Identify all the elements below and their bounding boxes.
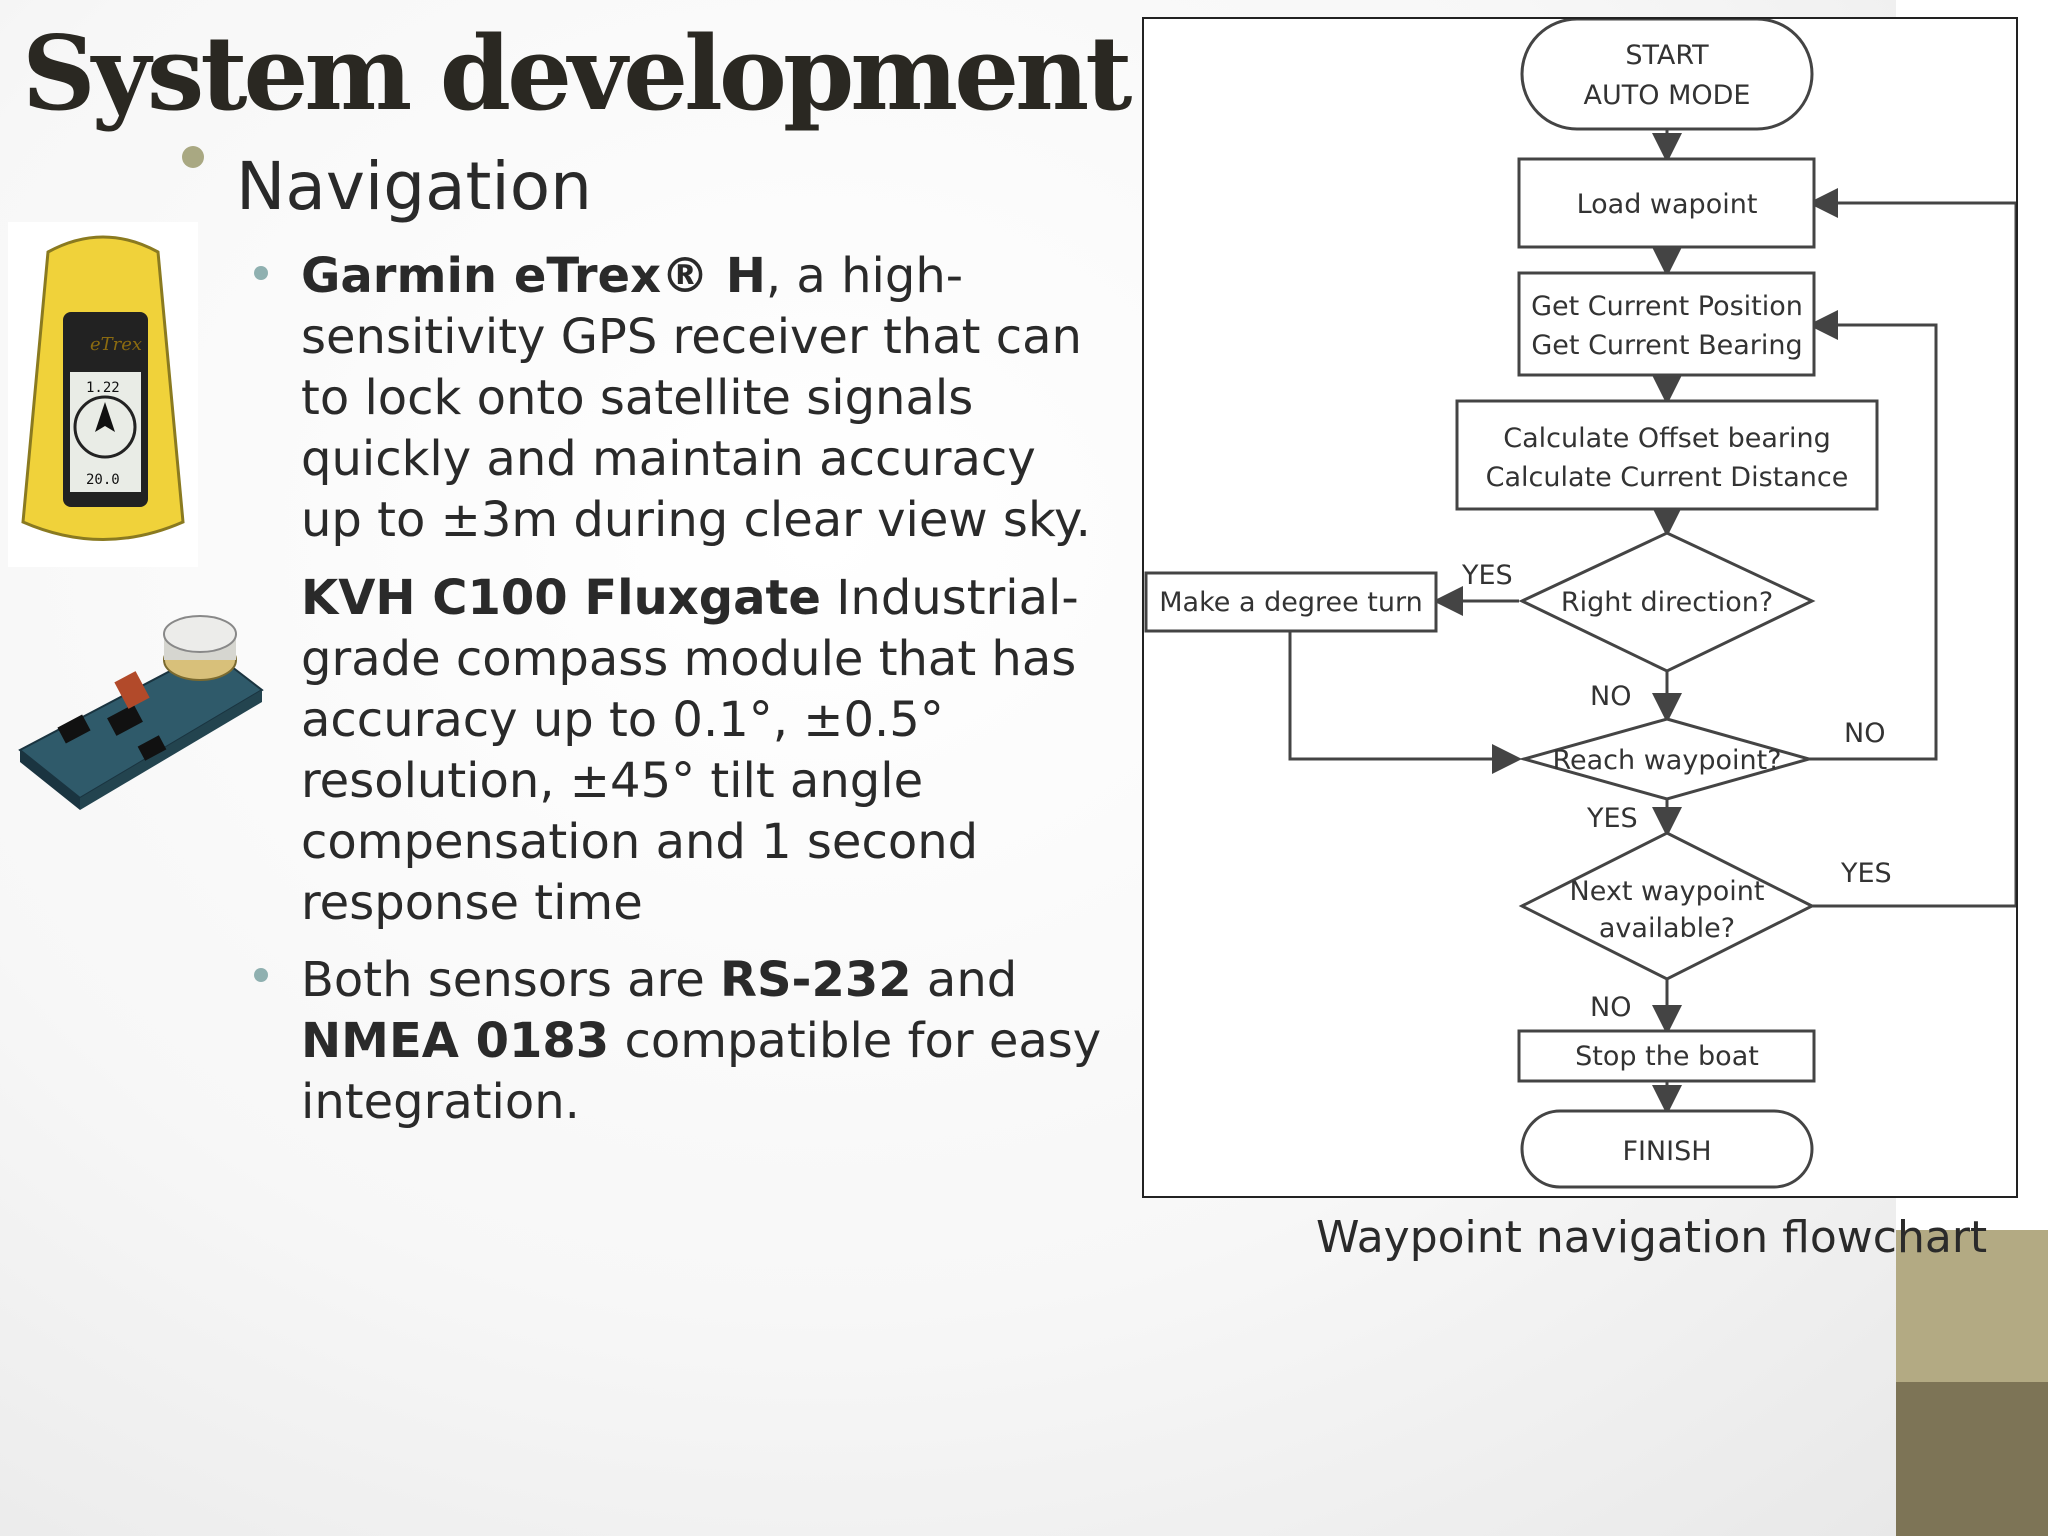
- connector-arrow: [1808, 188, 2016, 908]
- next-waypoint-label: Next waypoint: [1570, 876, 1765, 907]
- calc-distance-label: Calculate Current Distance: [1486, 462, 1849, 493]
- gps-screen-reading-2: 20.0: [86, 472, 120, 488]
- calc-offset-label: Calculate Offset bearing: [1503, 423, 1831, 454]
- next-waypoint-decision: [1518, 831, 1816, 981]
- finish-node: [1520, 1109, 1814, 1189]
- slide-title: System development: [22, 14, 1132, 134]
- load-waypoint-label: Load wapoint: [1577, 189, 1758, 220]
- compass-description: KVH C100 Fluxgate Industrial-grade compa…: [301, 568, 1111, 934]
- edge-label-yes: YES: [1586, 803, 1638, 834]
- edge-label-no: NO: [1590, 992, 1631, 1023]
- edge-label-yes: YES: [1461, 560, 1513, 591]
- compass-name: KVH C100 Fluxgate: [301, 570, 821, 626]
- sub-bullet-dot: [254, 968, 268, 982]
- compat-text-3: compatible for easy integration.: [301, 1013, 1102, 1130]
- side-band-dark: [1896, 1382, 2048, 1536]
- stop-boat-node: [1517, 1029, 1816, 1083]
- start-label: START: [1625, 40, 1709, 71]
- fluxgate-compass-image: [0, 580, 270, 850]
- rs232-label: RS-232: [720, 952, 912, 1008]
- edge-label-no: NO: [1844, 718, 1885, 749]
- garmin-gps-image: eTrex 1.22 20.0: [8, 222, 198, 567]
- get-position-node: [1517, 271, 1816, 377]
- side-band-olive: [1896, 1230, 2048, 1382]
- flowchart-caption: Waypoint navigation flowchart: [1316, 1212, 1988, 1263]
- reach-waypoint-decision: [1518, 717, 1815, 801]
- start-label: AUTO MODE: [1584, 80, 1751, 111]
- sub-bullet-dot: [254, 266, 268, 280]
- get-bearing-label: Get Current Bearing: [1531, 330, 1802, 361]
- edge-label-no: NO: [1590, 681, 1631, 712]
- connector-arrow: [1808, 310, 1938, 761]
- connector-arrow: [1288, 631, 1522, 774]
- get-position-label: Get Current Position: [1531, 291, 1803, 322]
- reach-waypoint-label: Reach waypoint?: [1552, 745, 1781, 776]
- make-turn-node: [1144, 571, 1438, 633]
- compass-text: Industrial-grade compass module that has…: [301, 570, 1079, 931]
- flowchart-frame: START AUTO MODE Load wapoint Get Current…: [1142, 17, 2018, 1198]
- nmea-label: NMEA 0183: [301, 1013, 610, 1069]
- gps-screen-reading-1: 1.22: [86, 380, 120, 396]
- navigation-heading: Navigation: [236, 148, 592, 225]
- next-waypoint-label: available?: [1599, 913, 1735, 944]
- make-turn-label: Make a degree turn: [1159, 587, 1422, 618]
- load-waypoint-node: [1517, 157, 1816, 249]
- finish-label: FINISH: [1622, 1136, 1711, 1167]
- compatibility-description: Both sensors are RS-232 and NMEA 0183 co…: [301, 950, 1111, 1133]
- gps-description: Garmin eTrex® H, a high-sensitivity GPS …: [301, 246, 1111, 551]
- compat-text-1: Both sensors are: [301, 952, 721, 1008]
- flowchart-diagram: START AUTO MODE Load wapoint Get Current…: [1144, 19, 2016, 1189]
- gps-text: , a high-sensitivity GPS receiver that c…: [301, 248, 1091, 548]
- stop-boat-label: Stop the boat: [1575, 1041, 1759, 1072]
- edge-label-yes: YES: [1840, 858, 1892, 889]
- gps-brand-text: eTrex: [90, 334, 142, 355]
- bullet-dot: [182, 146, 204, 168]
- calculate-node: [1455, 399, 1879, 511]
- gps-name: Garmin eTrex® H: [301, 248, 766, 304]
- compat-text-2: and: [911, 952, 1018, 1008]
- start-node: [1520, 19, 1814, 131]
- right-direction-label: Right direction?: [1561, 587, 1773, 618]
- right-direction-decision: [1518, 531, 1816, 673]
